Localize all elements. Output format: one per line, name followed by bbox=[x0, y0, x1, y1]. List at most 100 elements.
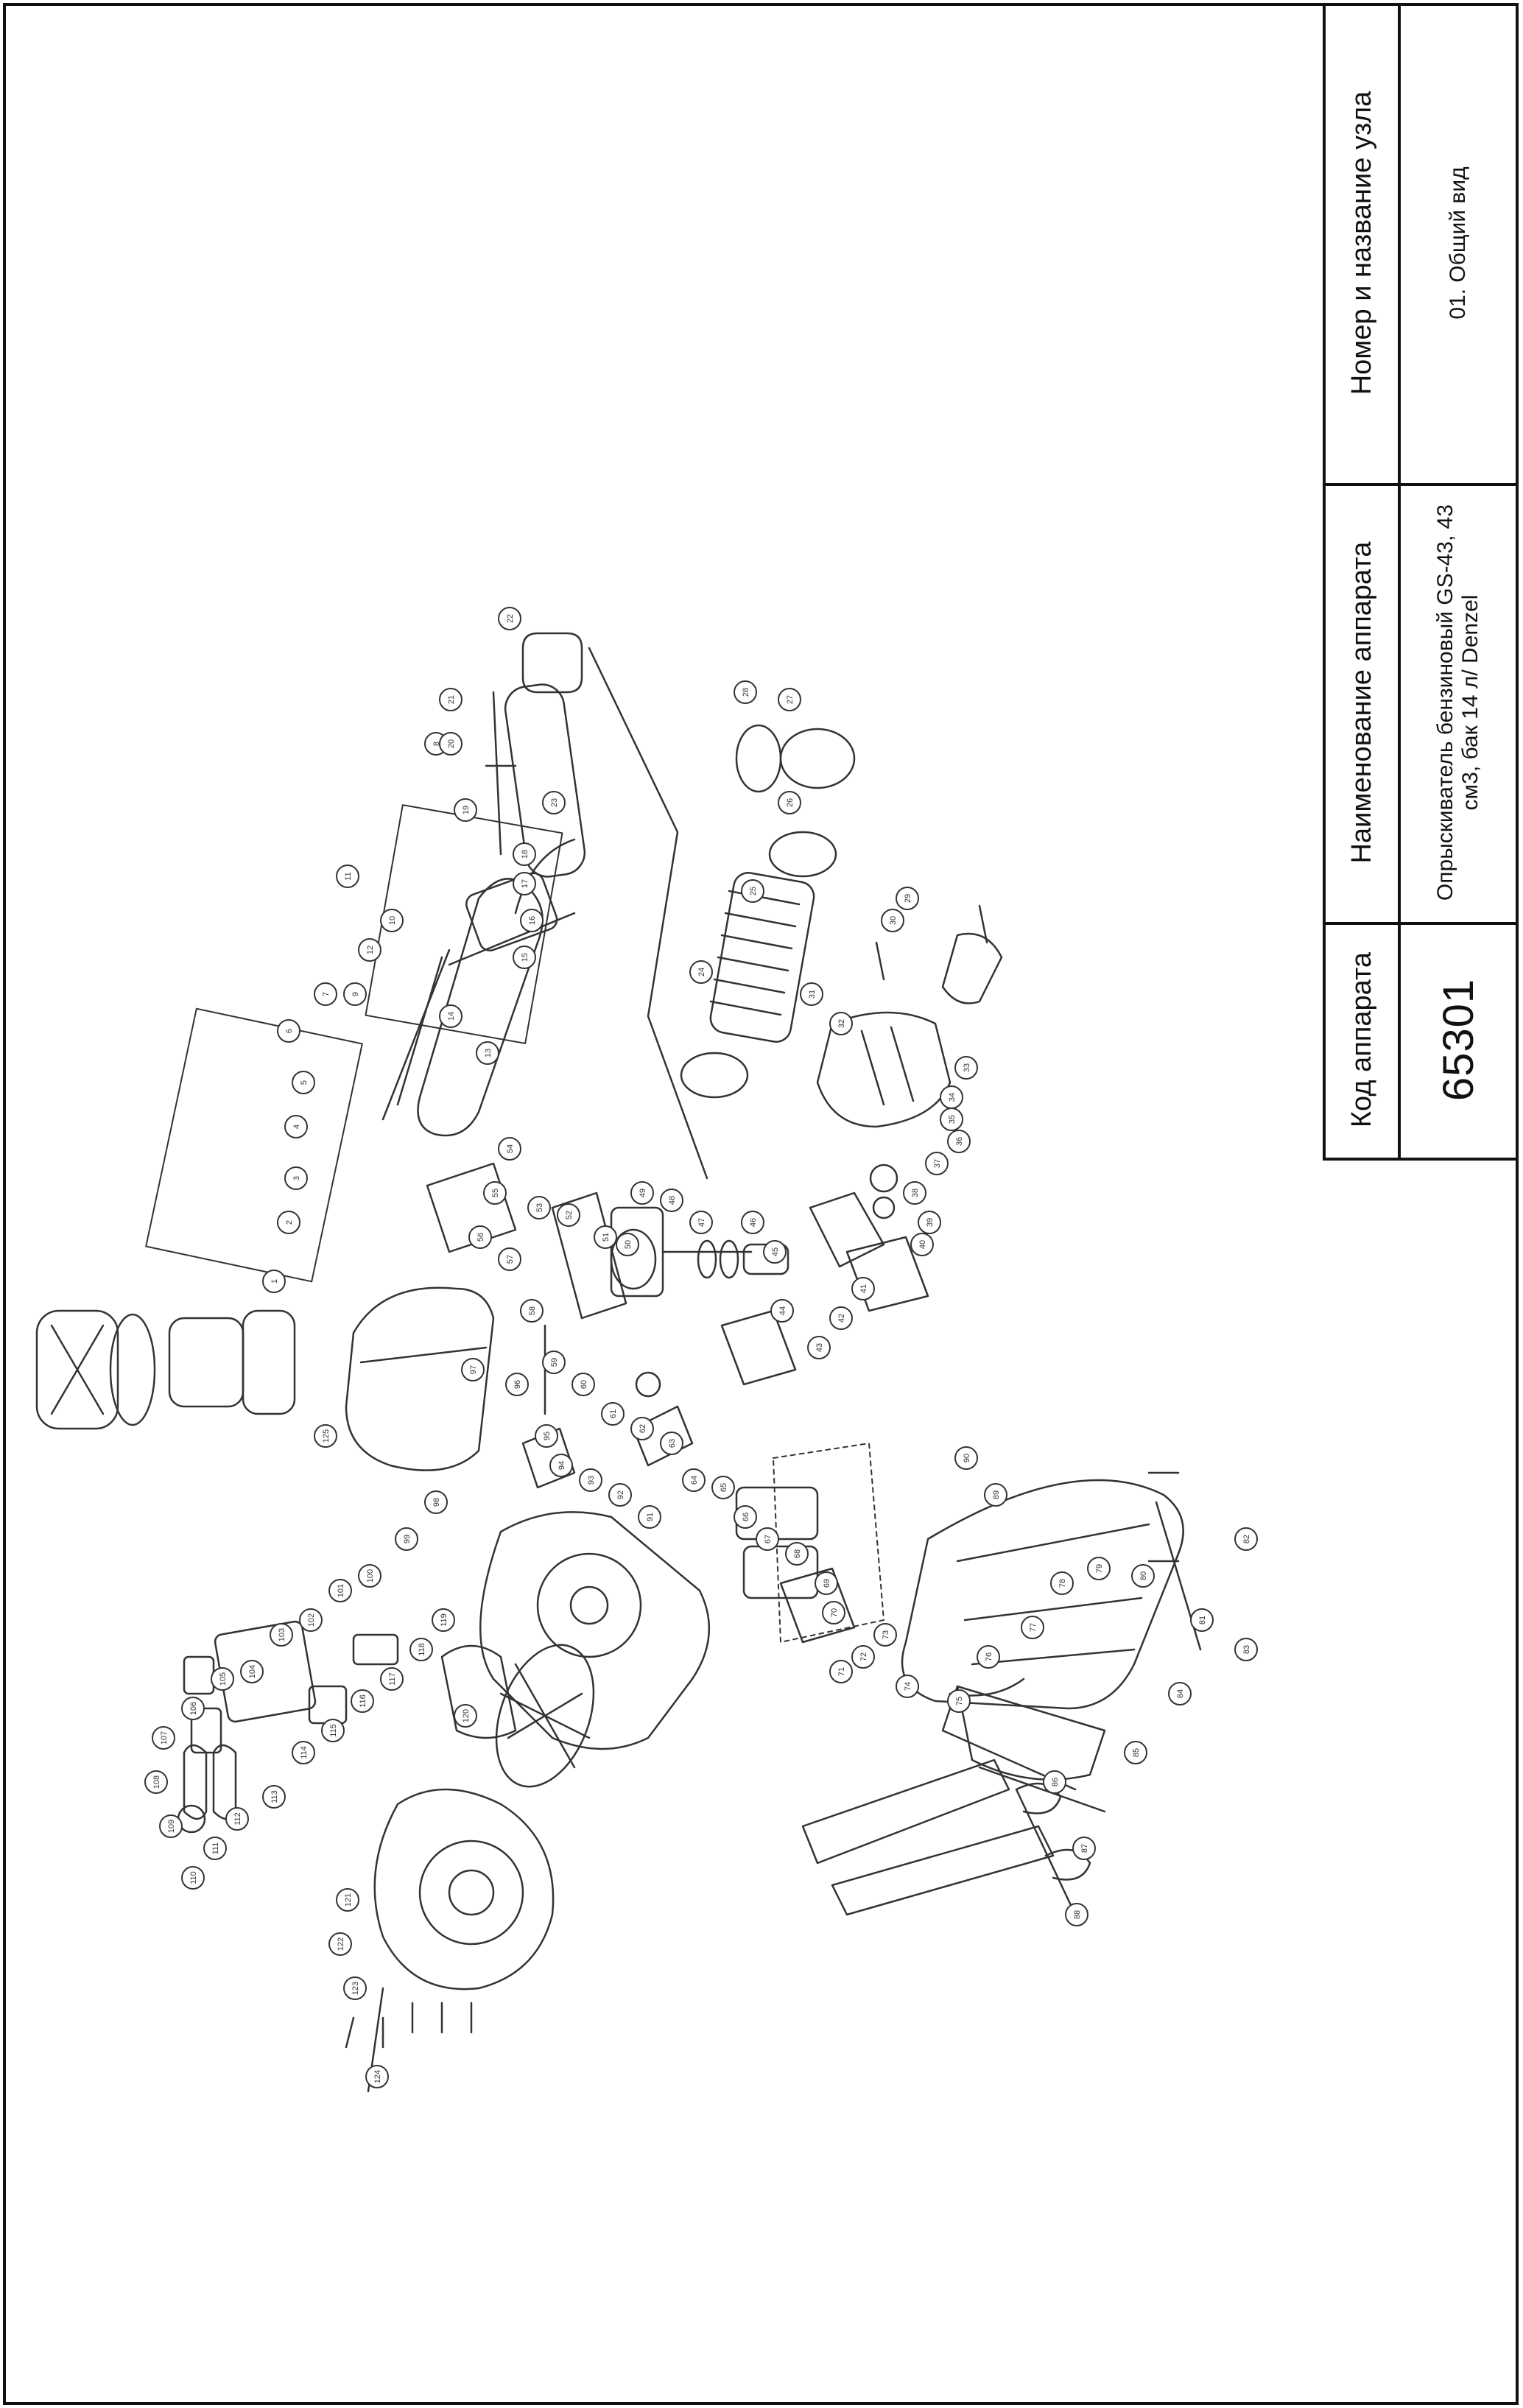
callout-number: 88 bbox=[1073, 1910, 1082, 1919]
callout-circle bbox=[549, 1454, 573, 1477]
drawing-frame bbox=[3, 3, 1519, 2405]
callout-circle bbox=[343, 982, 367, 1006]
callout-circle bbox=[1234, 1638, 1258, 1661]
callout-number: 101 bbox=[337, 1584, 345, 1597]
callout-number: 123 bbox=[351, 1982, 360, 1995]
callout-circle bbox=[328, 1579, 352, 1602]
callout-number: 55 bbox=[491, 1189, 500, 1197]
callout-circle bbox=[336, 1888, 359, 1912]
callout-circle bbox=[277, 1211, 300, 1234]
callout-number: 38 bbox=[911, 1189, 920, 1197]
callout-circle bbox=[829, 1306, 853, 1330]
callout-circle bbox=[542, 791, 566, 814]
callout-circle bbox=[630, 1417, 654, 1440]
callout-circle bbox=[520, 1299, 544, 1323]
callout-number: 58 bbox=[528, 1306, 537, 1315]
callout-number: 73 bbox=[882, 1630, 890, 1639]
callout-circle bbox=[896, 887, 919, 910]
callout-circle bbox=[1168, 1682, 1192, 1705]
callout-number: 87 bbox=[1080, 1844, 1089, 1853]
tank-cover-parts bbox=[816, 932, 1003, 1312]
callout-circle bbox=[734, 680, 757, 704]
callout-number: 94 bbox=[558, 1461, 566, 1470]
callout-number: 92 bbox=[616, 1490, 625, 1499]
callout-number: 32 bbox=[837, 1019, 846, 1028]
callout-number: 96 bbox=[513, 1380, 522, 1389]
callout-circle bbox=[734, 1505, 757, 1529]
backpack-frame bbox=[901, 1479, 1202, 1710]
callout-number: 86 bbox=[1051, 1778, 1060, 1786]
callout-number: 76 bbox=[985, 1652, 993, 1661]
callout-number: 39 bbox=[926, 1218, 935, 1227]
callout-circle bbox=[424, 1490, 448, 1514]
fasteners bbox=[345, 904, 1180, 2049]
callout-number: 2 bbox=[285, 1220, 294, 1225]
callout-number: 60 bbox=[580, 1380, 588, 1389]
name-value: Опрыскиватель бензиновый GS-43, 43 см3, … bbox=[1432, 504, 1483, 901]
callout-circle bbox=[903, 1181, 926, 1205]
callout-circle bbox=[682, 1468, 706, 1492]
callout-number: 22 bbox=[506, 614, 515, 623]
callout-circle bbox=[284, 1166, 308, 1190]
callout-circle bbox=[594, 1225, 617, 1249]
callout-number: 61 bbox=[609, 1409, 618, 1418]
callout-circle bbox=[513, 842, 536, 866]
callout-circle bbox=[144, 1770, 168, 1794]
callout-number: 118 bbox=[418, 1643, 426, 1656]
callout-circle bbox=[380, 1667, 404, 1691]
callout-circle bbox=[608, 1483, 632, 1507]
callout-circle bbox=[461, 1358, 485, 1381]
callout-number: 111 bbox=[211, 1842, 220, 1855]
callout-circle bbox=[689, 1211, 713, 1234]
callout-number: 9 bbox=[351, 992, 360, 996]
callout-circle bbox=[314, 982, 337, 1006]
callout-circle bbox=[476, 1041, 499, 1065]
callout-number: 23 bbox=[550, 798, 559, 807]
callout-circle bbox=[947, 1689, 971, 1713]
callout-circle bbox=[977, 1645, 1000, 1669]
fuel-tank-and-cap bbox=[35, 1286, 495, 1471]
callout-circle bbox=[778, 688, 801, 711]
callout-circle bbox=[711, 1476, 735, 1499]
callout-circle bbox=[432, 1608, 455, 1632]
callout-number: 30 bbox=[889, 916, 898, 925]
callout-number: 112 bbox=[233, 1812, 242, 1826]
callout-number: 108 bbox=[152, 1775, 161, 1789]
callout-number: 74 bbox=[904, 1682, 912, 1691]
callout-number: 19 bbox=[462, 806, 471, 814]
callout-circle bbox=[785, 1542, 809, 1566]
callout-circle bbox=[321, 1719, 345, 1742]
callout-circle bbox=[542, 1351, 566, 1374]
callout-number: 52 bbox=[565, 1211, 574, 1219]
callout-number: 110 bbox=[189, 1871, 198, 1884]
callout-number: 117 bbox=[388, 1672, 397, 1686]
callout-circle bbox=[601, 1402, 625, 1426]
callout-number: 43 bbox=[815, 1343, 824, 1352]
spray-lance-assembly bbox=[381, 632, 708, 1180]
callout-number: 85 bbox=[1132, 1748, 1141, 1757]
blower-housing bbox=[440, 1511, 711, 1788]
callout-circle bbox=[520, 909, 544, 932]
callout-number: 18 bbox=[521, 850, 530, 859]
callout-number: 119 bbox=[440, 1613, 449, 1627]
callout-circle bbox=[756, 1527, 779, 1551]
callout-circle bbox=[262, 1270, 286, 1293]
callout-circle bbox=[1065, 1903, 1088, 1926]
unit-header: Номер и название узла bbox=[1346, 91, 1377, 395]
callout-number: 100 bbox=[366, 1569, 375, 1583]
callout-number: 109 bbox=[167, 1820, 176, 1833]
callout-number: 56 bbox=[476, 1233, 485, 1242]
callout-number: 72 bbox=[859, 1652, 868, 1661]
callout-number: 44 bbox=[778, 1306, 787, 1315]
callout-circle bbox=[336, 865, 359, 888]
callout-number: 82 bbox=[1242, 1535, 1251, 1543]
callout-circle bbox=[1124, 1741, 1147, 1764]
callout-circle bbox=[314, 1424, 337, 1448]
callout-circle bbox=[881, 909, 904, 932]
callout-number: 67 bbox=[764, 1535, 773, 1543]
shoulder-straps bbox=[801, 1759, 1106, 1916]
callout-circle bbox=[910, 1233, 934, 1256]
callout-circle bbox=[660, 1189, 683, 1212]
callout-circle bbox=[439, 732, 462, 756]
callout-number: 81 bbox=[1198, 1616, 1207, 1624]
